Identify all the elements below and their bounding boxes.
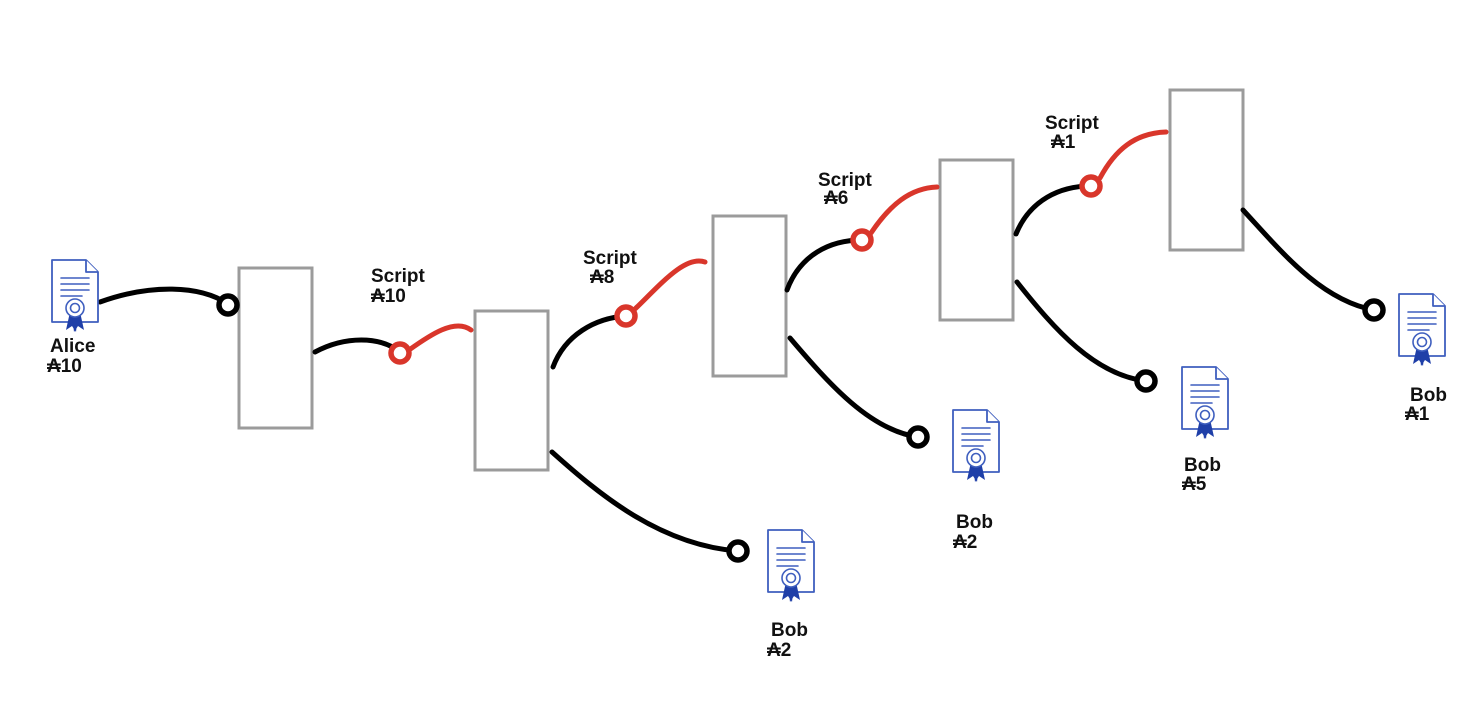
tx5-bob-wire bbox=[1240, 207, 1377, 313]
script-4-spend-wire bbox=[1097, 129, 1169, 181]
tx3-script-wire bbox=[784, 237, 865, 293]
transaction-box-4[interactable] bbox=[938, 158, 1015, 322]
bob-2-name-label: Bob bbox=[956, 512, 993, 533]
script-1-label: Script bbox=[371, 266, 426, 287]
bob-1-certificate-icon bbox=[767, 529, 815, 603]
script-3-label: Script bbox=[818, 170, 873, 191]
script-4-amount: ₳1 bbox=[1051, 132, 1076, 153]
transaction-box-2[interactable] bbox=[473, 309, 550, 472]
tx1-script-wire bbox=[312, 337, 403, 355]
bob-4-name-label: Bob bbox=[1410, 385, 1447, 406]
bob-2-certificate-icon bbox=[952, 409, 1000, 483]
bob-4-amount-label: ₳1 bbox=[1405, 404, 1430, 425]
bob-3-output-port[interactable] bbox=[1134, 369, 1158, 393]
script-1-amount: ₳10 bbox=[371, 286, 406, 307]
bob-2-amount-label: ₳2 bbox=[953, 532, 977, 553]
script-3-port[interactable] bbox=[850, 228, 874, 252]
bob-1-name-label: Bob bbox=[771, 620, 808, 641]
script-2-label: Script bbox=[583, 248, 638, 269]
script-2-port[interactable] bbox=[614, 304, 638, 328]
tx3-bob-wire bbox=[787, 335, 921, 440]
bob-4-certificate-icon bbox=[1398, 293, 1446, 367]
transaction-box-3[interactable] bbox=[711, 214, 788, 378]
script-3-spend-wire bbox=[868, 184, 940, 236]
script-1-spend-wire bbox=[406, 323, 474, 353]
tx4-script-wire bbox=[1013, 183, 1094, 237]
script-4-port[interactable] bbox=[1079, 174, 1103, 198]
bob-2-output-port[interactable] bbox=[906, 425, 930, 449]
tx2-bob-wire bbox=[549, 449, 741, 554]
bob-1-amount-label: ₳2 bbox=[767, 640, 791, 661]
alice-output-wire bbox=[97, 286, 231, 307]
bob-4-output-port[interactable] bbox=[1362, 298, 1386, 322]
script-2-amount: ₳8 bbox=[590, 267, 614, 288]
alice-amount-label: ₳10 bbox=[47, 356, 82, 377]
script-2-spend-wire bbox=[632, 258, 708, 312]
transaction-box-5[interactable] bbox=[1168, 88, 1245, 252]
tx4-bob-wire bbox=[1014, 279, 1149, 384]
script-4-label: Script bbox=[1045, 113, 1100, 134]
transaction-box-1[interactable] bbox=[237, 266, 314, 430]
tx2-script-wire bbox=[550, 313, 629, 370]
alice-output-port[interactable] bbox=[216, 293, 240, 317]
bob-3-certificate-icon bbox=[1181, 366, 1229, 440]
bob-3-name-label: Bob bbox=[1184, 455, 1221, 476]
script-3-amount: ₳6 bbox=[824, 188, 848, 209]
bob-3-amount-label: ₳5 bbox=[1182, 474, 1207, 495]
script-1-port[interactable] bbox=[388, 341, 412, 365]
alice-certificate-icon bbox=[51, 259, 99, 333]
bob-1-output-port[interactable] bbox=[726, 539, 750, 563]
alice-name-label: Alice bbox=[50, 336, 95, 357]
